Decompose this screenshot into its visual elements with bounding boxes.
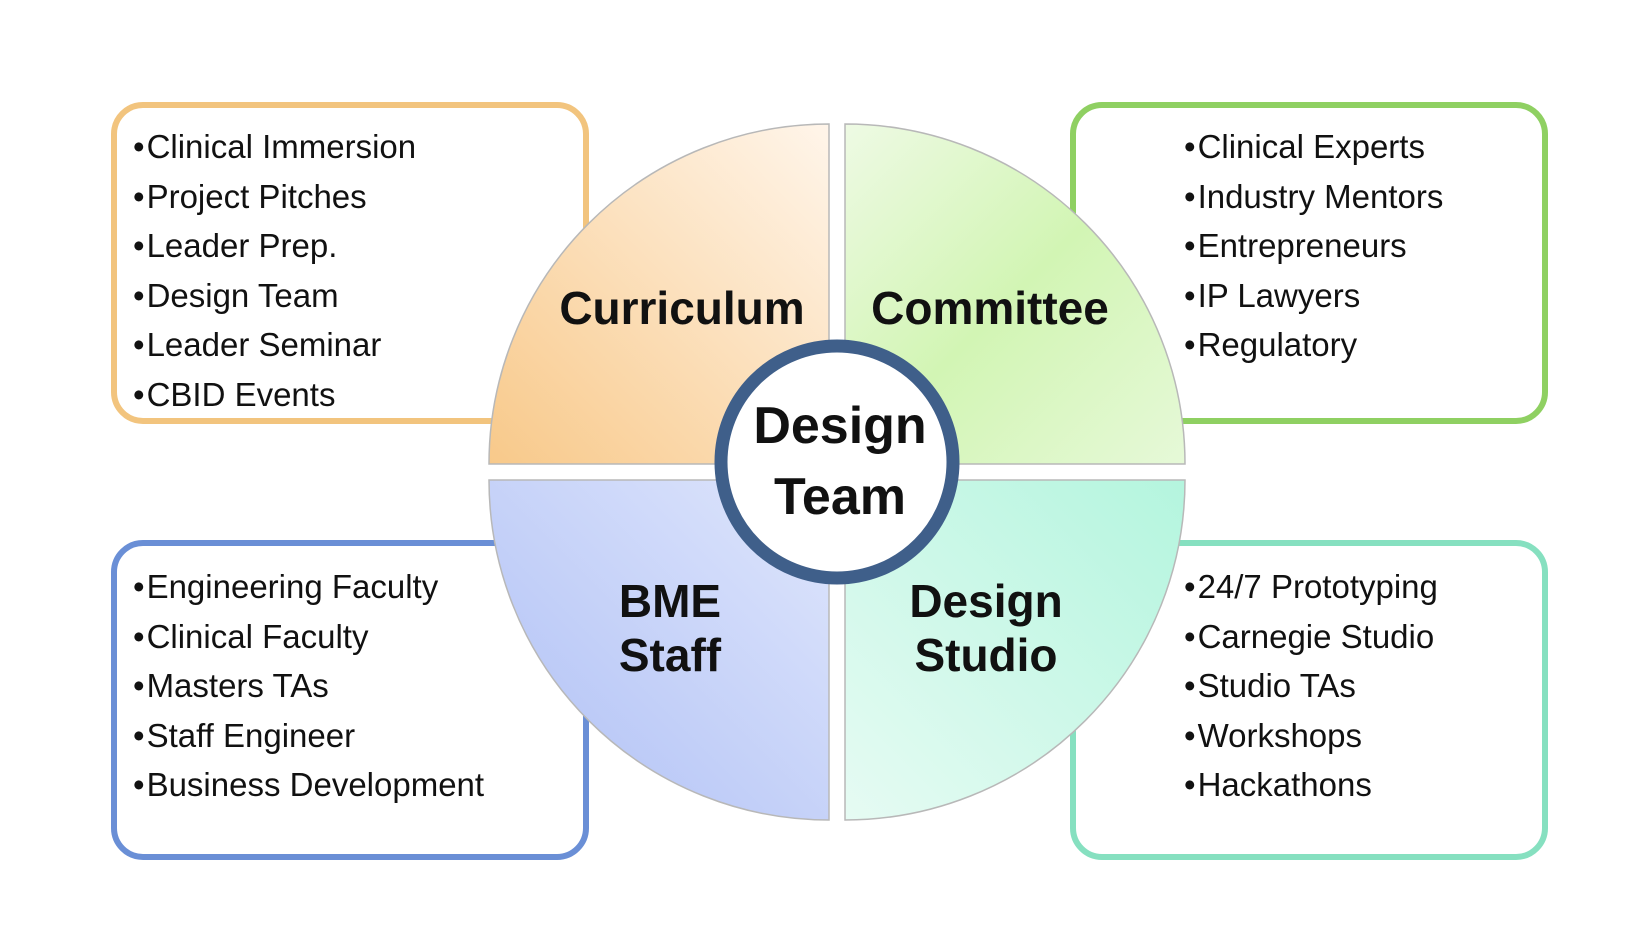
list-item: Carnegie Studio — [1184, 612, 1542, 662]
design-studio-quadrant — [844, 479, 1186, 821]
center-label-line1: Design — [753, 397, 926, 455]
bme-staff-label-line2: Staff — [619, 629, 722, 681]
list-item: Engineering Faculty — [133, 562, 583, 612]
list-item: Leader Seminar — [133, 320, 583, 370]
list-item: Regulatory — [1184, 320, 1542, 370]
design-studio-label-line1: Design — [909, 575, 1062, 627]
list-item: Project Pitches — [133, 172, 583, 222]
list-item: Clinical Immersion — [133, 122, 583, 172]
list-item: Masters TAs — [133, 661, 583, 711]
design-studio-list: 24/7 Prototyping Carnegie Studio Studio … — [1184, 562, 1542, 810]
committee-label: Committee — [871, 282, 1109, 334]
list-item: Clinical Faculty — [133, 612, 583, 662]
list-item: Workshops — [1184, 711, 1542, 761]
design-team-center — [714, 339, 960, 585]
list-item: Hackathons — [1184, 760, 1542, 810]
list-item: Industry Mentors — [1184, 172, 1542, 222]
bme-staff-label-line1: BME — [619, 575, 721, 627]
list-item: Entrepreneurs — [1184, 221, 1542, 271]
curriculum-list: Clinical Immersion Project Pitches Leade… — [133, 122, 583, 419]
list-item: Staff Engineer — [133, 711, 583, 761]
list-item: Design Team — [133, 271, 583, 321]
list-item: 24/7 Prototyping — [1184, 562, 1542, 612]
bme-staff-list-box: Engineering Faculty Clinical Faculty Mas… — [111, 540, 589, 860]
center-label-line2: Team — [774, 468, 906, 526]
bme-staff-list: Engineering Faculty Clinical Faculty Mas… — [133, 562, 583, 810]
curriculum-quadrant — [488, 123, 830, 465]
curriculum-list-box: Clinical Immersion Project Pitches Leade… — [111, 102, 589, 424]
design-studio-label-line2: Studio — [914, 629, 1057, 681]
list-item: Studio TAs — [1184, 661, 1542, 711]
list-item: Leader Prep. — [133, 221, 583, 271]
list-item: CBID Events — [133, 370, 583, 420]
committee-list: Clinical Experts Industry Mentors Entrep… — [1184, 122, 1542, 370]
committee-quadrant — [844, 123, 1186, 465]
list-item: Business Development — [133, 760, 583, 810]
list-item: IP Lawyers — [1184, 271, 1542, 321]
curriculum-label: Curriculum — [559, 282, 804, 334]
list-item: Clinical Experts — [1184, 122, 1542, 172]
bme-staff-quadrant — [488, 479, 830, 821]
